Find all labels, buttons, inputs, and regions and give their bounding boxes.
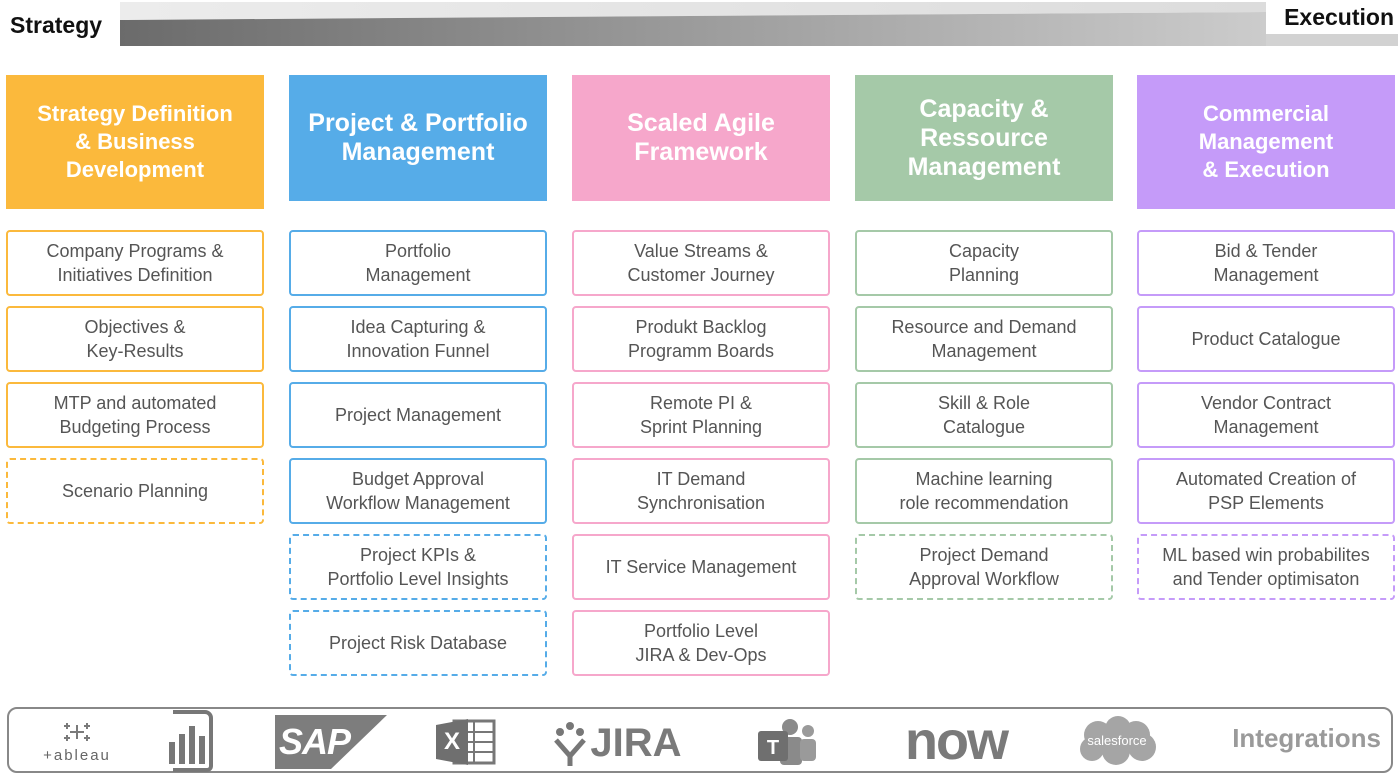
jira-logo-icon: JIRA	[547, 715, 687, 771]
column-header: Project & Portfolio Management	[289, 75, 547, 201]
capability-card: Idea Capturing & Innovation Funnel	[289, 306, 547, 372]
capability-card: Resource and Demand Management	[855, 306, 1113, 372]
capability-card: Bid & Tender Management	[1137, 230, 1395, 296]
capability-card-planned: Project Demand Approval Workflow	[855, 534, 1113, 600]
excel-letter: X	[444, 728, 461, 755]
capability-card: Company Programs & Initiatives Definitio…	[6, 230, 264, 296]
integrations-bar: +ableau SAP X	[7, 707, 1393, 773]
column-header: Scaled Agile Framework	[572, 75, 830, 201]
column-header: Capacity & Ressource Management	[855, 75, 1113, 201]
column-items: Portfolio Management Idea Capturing & In…	[289, 230, 547, 676]
sap-logo-icon: SAP	[275, 715, 387, 769]
capability-card-planned: Scenario Planning	[6, 458, 264, 524]
capability-card: Capacity Planning	[855, 230, 1113, 296]
salesforce-logo-icon: salesforce	[1072, 715, 1162, 769]
strategy-execution-bar: Strategy Execution	[0, 0, 1398, 48]
column-header: Strategy Definition & Business Developme…	[6, 75, 264, 209]
integrations-label: Integrations	[1232, 723, 1381, 753]
capability-card: Vendor Contract Management	[1137, 382, 1395, 448]
capability-card: Machine learning role recommendation	[855, 458, 1113, 524]
servicenow-logo-icon: now	[881, 711, 1031, 771]
capability-card-planned: Project Risk Database	[289, 610, 547, 676]
column-header: Commercial Management & Execution	[1137, 75, 1395, 209]
capability-card: Automated Creation of PSP Elements	[1137, 458, 1395, 524]
excel-logo-icon: X	[434, 717, 498, 767]
capability-card: Skill & Role Catalogue	[855, 382, 1113, 448]
capability-card: Objectives & Key-Results	[6, 306, 264, 372]
column-capacity-resource: Capacity & Ressource Management Capacity…	[855, 75, 1113, 610]
tableau-wordmark: +ableau	[43, 746, 111, 764]
salesforce-wordmark: salesforce	[1087, 733, 1147, 748]
now-wordmark: now	[905, 711, 1009, 771]
column-items: Capacity Planning Resource and Demand Ma…	[855, 230, 1113, 600]
column-items: Company Programs & Initiatives Definitio…	[6, 230, 264, 524]
powerbi-logo-icon	[159, 709, 229, 772]
column-strategy: Strategy Definition & Business Developme…	[6, 75, 264, 534]
capability-card: Product Catalogue	[1137, 306, 1395, 372]
capability-card: Portfolio Level JIRA & Dev-Ops	[572, 610, 830, 676]
sap-wordmark: SAP	[279, 721, 351, 762]
jira-wordmark: JIRA	[590, 720, 682, 765]
column-project-portfolio: Project & Portfolio Management Portfolio…	[289, 75, 547, 686]
capability-card: Produkt Backlog Programm Boards	[572, 306, 830, 372]
gradient-wedge	[120, 2, 1398, 46]
teams-logo-icon: T	[754, 715, 818, 771]
capability-card: Remote PI & Sprint Planning	[572, 382, 830, 448]
capability-card: IT Service Management	[572, 534, 830, 600]
capability-card-planned: Project KPIs & Portfolio Level Insights	[289, 534, 547, 600]
capability-card: Value Streams & Customer Journey	[572, 230, 830, 296]
column-items: Value Streams & Customer Journey Produkt…	[572, 230, 830, 676]
capability-card: Budget Approval Workflow Management	[289, 458, 547, 524]
capability-card: Portfolio Management	[289, 230, 547, 296]
execution-label: Execution	[1284, 4, 1394, 30]
capability-card: MTP and automated Budgeting Process	[6, 382, 264, 448]
tableau-logo-icon: +ableau	[27, 715, 127, 769]
capability-card-planned: ML based win probabilites and Tender opt…	[1137, 534, 1395, 600]
capability-card: IT Demand Synchronisation	[572, 458, 830, 524]
capability-card: Project Management	[289, 382, 547, 448]
strategy-label: Strategy	[10, 12, 103, 38]
svg-text:T: T	[767, 737, 779, 759]
column-items: Bid & Tender Management Product Catalogu…	[1137, 230, 1395, 600]
column-commercial: Commercial Management & Execution Bid & …	[1137, 75, 1395, 610]
column-scaled-agile: Scaled Agile Framework Value Streams & C…	[572, 75, 830, 686]
